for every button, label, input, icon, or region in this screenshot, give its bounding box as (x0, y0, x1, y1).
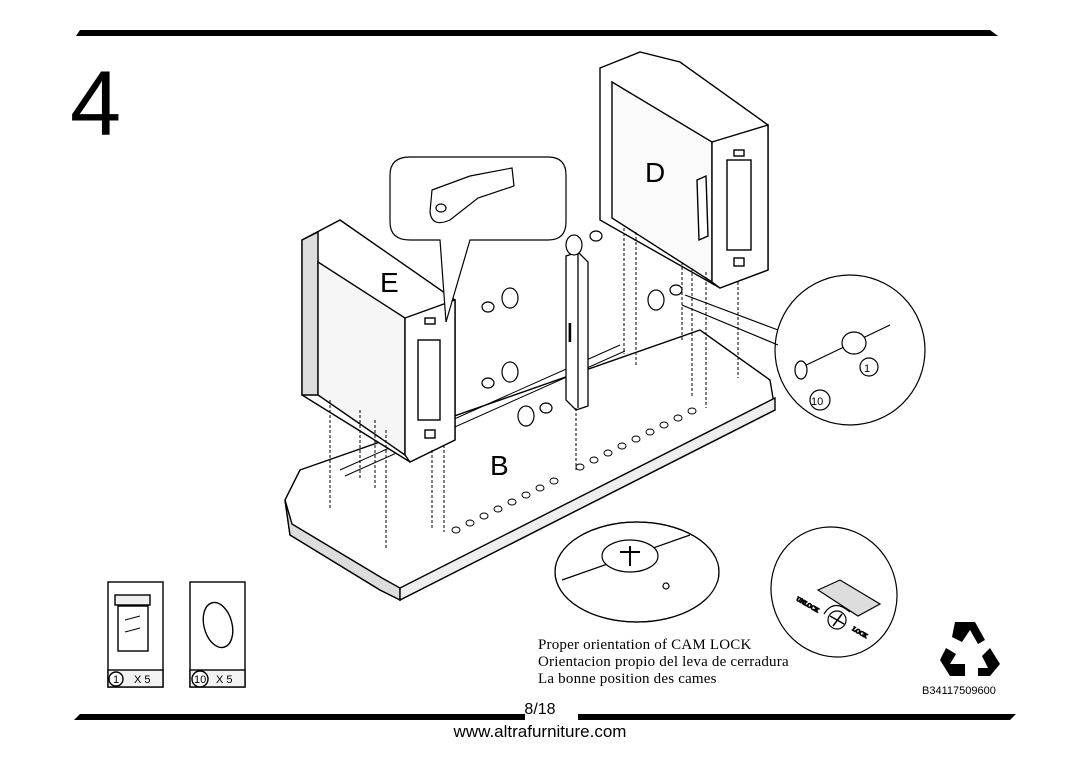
panel-b-label: B (490, 450, 509, 481)
hardware-box-1 (107, 581, 164, 688)
panel-i-label: I (566, 317, 574, 348)
part-code: B34117509600 (922, 685, 996, 697)
bottom-rule-left (74, 714, 525, 720)
hardware-1-id: 1 (113, 674, 119, 686)
callout-pin-number: 10 (811, 396, 823, 408)
bottom-rule-right (578, 714, 1016, 720)
top-rule (76, 30, 998, 36)
detail-bubble-bracket (389, 156, 567, 323)
base-holes (451, 407, 697, 534)
hardware-1-qty: X 5 (134, 674, 151, 686)
detail-circle-cam (681, 274, 926, 426)
hardware-10-qty: X 5 (216, 674, 233, 686)
side-panel-e (301, 219, 456, 463)
cam-locks (481, 230, 683, 427)
recycle-icon (940, 622, 1000, 676)
caption-french: La bonne position des cames (538, 671, 717, 687)
cam-top-view (554, 521, 720, 623)
cam-lock-direction-view: UNLOCK LOCK (770, 526, 898, 658)
panel-d-label: D (645, 157, 665, 188)
caption-spanish: Orientacion propio del leva de cerradura (538, 654, 789, 670)
hardware-10-id: 10 (194, 674, 206, 686)
page-number: 8/18 (524, 701, 556, 718)
hardware-box-10 (189, 581, 246, 688)
website-link[interactable]: www.altrafurniture.com (453, 722, 627, 741)
caption-english: Proper orientation of CAM LOCK (538, 637, 752, 653)
panel-e-label: E (380, 267, 399, 298)
cam-lock-caption: Proper orientation of CAM LOCK Orientaci… (538, 637, 789, 688)
dowel-guides (329, 228, 739, 548)
callout-cam-number: 1 (864, 363, 870, 375)
base-panel-b (284, 329, 776, 602)
step-number: 4 (70, 53, 122, 155)
side-panel-d (599, 51, 769, 289)
